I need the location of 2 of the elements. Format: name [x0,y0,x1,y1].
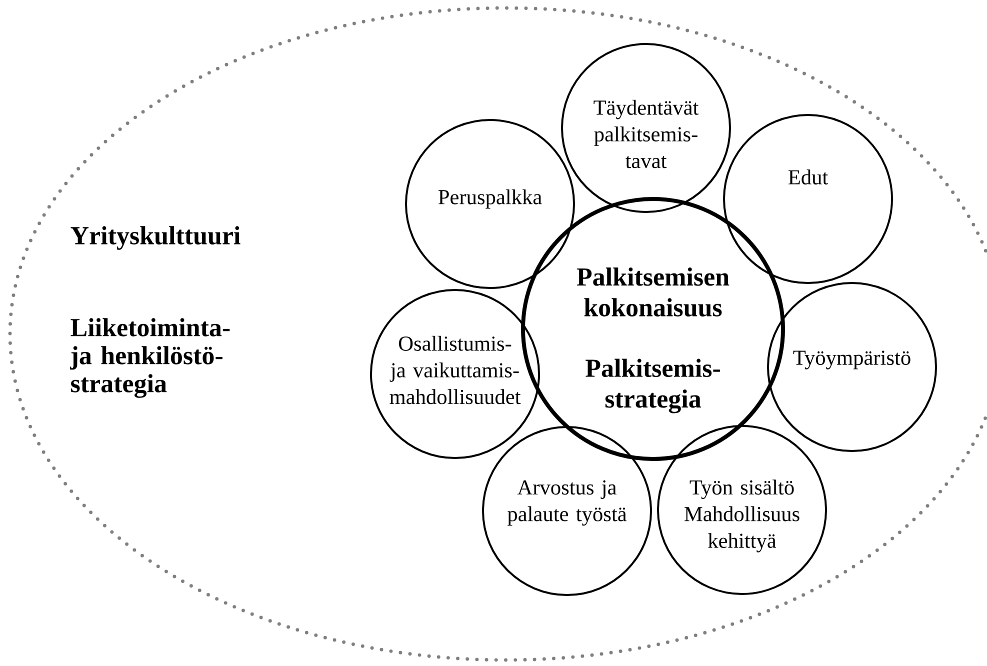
ellipse-label: Liiketoiminta- ja henkilöstö- strategia [70,318,230,398]
ellipse-label: Yrityskulttuuri [70,226,240,250]
